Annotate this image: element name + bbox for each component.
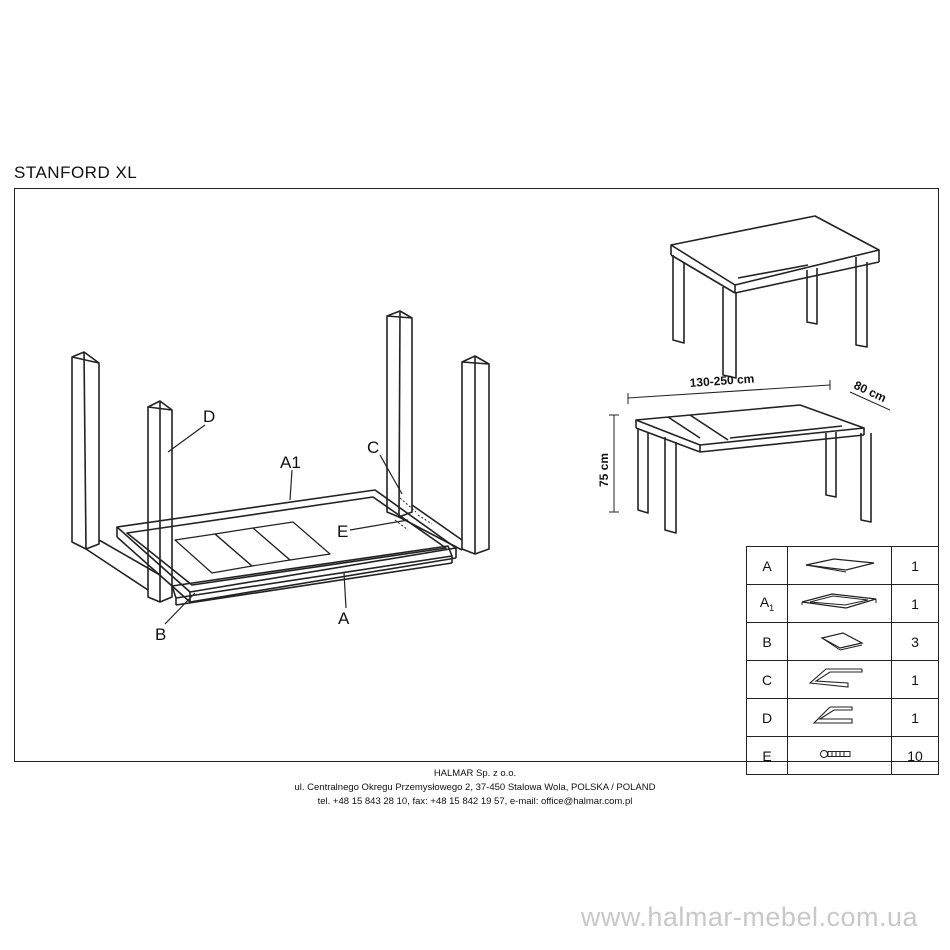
label-a: A [338,609,350,628]
table-row: E 10 [746,736,939,775]
product-title: STANFORD XL [14,163,138,182]
label-d: D [203,407,215,426]
table-extended-view [635,404,872,534]
part-qty: 1 [891,698,939,737]
label-e: E [337,522,348,541]
label-c: C [367,438,379,457]
leg-front-right [461,355,490,555]
table-row: A 1 [746,546,939,585]
frame-icon [787,584,892,623]
parts-table: A 1 A1 1 B 3 C 1 D [746,546,939,775]
part-qty: 1 [891,584,939,623]
table-row: B 3 [746,622,939,661]
drawing-frame [14,188,939,762]
part-qty: 10 [891,736,939,775]
table-closed-view [670,215,880,379]
footer-company: HALMAR Sp. z o.o. [433,768,517,779]
extension-leaf-icon [787,622,892,661]
leg-bracket-c-icon [787,660,892,699]
dimension-height: 75 cm [597,453,611,487]
part-qty: 3 [891,622,939,661]
part-code: D [746,698,788,737]
table-top-a [171,545,453,606]
extension-leaves-b [174,521,331,574]
top-panel-icon [787,546,892,585]
table-row: D 1 [746,698,939,737]
table-row: A1 1 [746,584,939,623]
label-b: B [155,625,166,644]
part-qty: 1 [891,660,939,699]
label-a1: A1 [280,453,301,472]
part-code: A1 [746,584,788,623]
footer-contact: tel. +48 15 843 28 10, fax: +48 15 842 1… [317,796,633,807]
website-watermark: www.halmar-mebel.com.ua [580,902,918,932]
part-code: B [746,622,788,661]
screw-points-e [394,497,433,531]
footer-address: ul. Centralnego Okregu Przemysłowego 2, … [294,782,656,793]
part-code: A [746,546,788,585]
part-code: E [746,736,788,775]
table-row: C 1 [746,660,939,699]
leg-bracket-d-icon [787,698,892,737]
screw-icon [787,736,892,775]
part-qty: 1 [891,546,939,585]
leg-back-left [71,351,100,550]
part-code: C [746,660,788,699]
leg-back-right [386,310,413,518]
dimension-length: 130-250 cm [689,372,755,390]
frame-a1 [116,489,457,603]
